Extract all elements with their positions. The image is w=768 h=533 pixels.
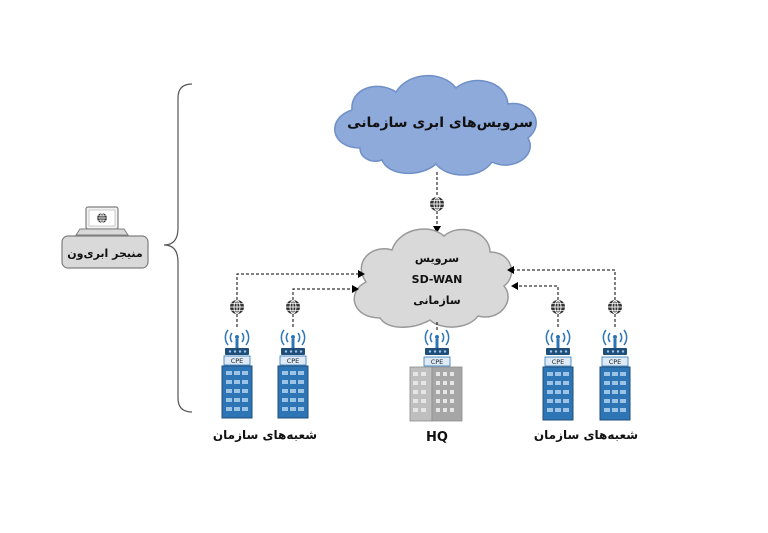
cpe-label: CPE: [431, 358, 444, 366]
wifi-antenna-icon: [545, 329, 571, 349]
grouping-brace: [163, 83, 193, 413]
router-icon: [546, 348, 570, 355]
branch-building-2: CPE: [277, 329, 309, 419]
cpe-label: CPE: [609, 358, 622, 366]
sdwan-label-line1: سرویس: [415, 252, 459, 265]
branch-building-1: CPE: [221, 329, 253, 419]
hq-building: CPE: [409, 329, 463, 422]
router-icon: [281, 348, 305, 355]
cloud-services-cloud: سرویس‌های ابری سازمانی: [334, 74, 537, 176]
cloud-manager: منیجر ابری‌ون: [61, 206, 149, 269]
branches-right-label: شعبه‌های سازمان: [534, 428, 638, 442]
cpe-label: CPE: [231, 357, 244, 365]
globe-icon-branch-1: [229, 299, 245, 315]
wifi-antenna-icon: [424, 329, 450, 349]
branches-left-label: شعبه‌های سازمان: [213, 428, 317, 442]
sdwan-label-line2: SD-WAN: [412, 273, 463, 286]
cloud-services-label: سرویس‌های ابری سازمانی: [347, 115, 533, 131]
router-icon: [225, 348, 249, 355]
browser-globe-icon: [96, 212, 108, 224]
wifi-antenna-icon: [602, 329, 628, 349]
wifi-antenna-icon: [224, 329, 250, 349]
sdwan-label-line3: سازمانی: [413, 294, 460, 307]
branch-building-3: CPE: [542, 329, 574, 421]
connector-lines: [236, 266, 616, 330]
cloud-manager-label: منیجر ابری‌ون: [67, 247, 142, 260]
router-icon: [425, 348, 449, 355]
branch-building-4: CPE: [599, 329, 631, 421]
globe-icon-branch-3: [550, 299, 566, 315]
internet-globe-icon: [429, 196, 445, 212]
router-icon: [603, 348, 627, 355]
cpe-label: CPE: [552, 358, 565, 366]
globe-icon-branch-2: [285, 299, 301, 315]
globe-icon-branch-4: [607, 299, 623, 315]
cpe-label: CPE: [287, 357, 300, 365]
wifi-antenna-icon: [280, 329, 306, 349]
hq-label: HQ: [426, 430, 448, 445]
sdwan-cloud: سرویس SD-WAN سازمانی: [353, 228, 513, 328]
